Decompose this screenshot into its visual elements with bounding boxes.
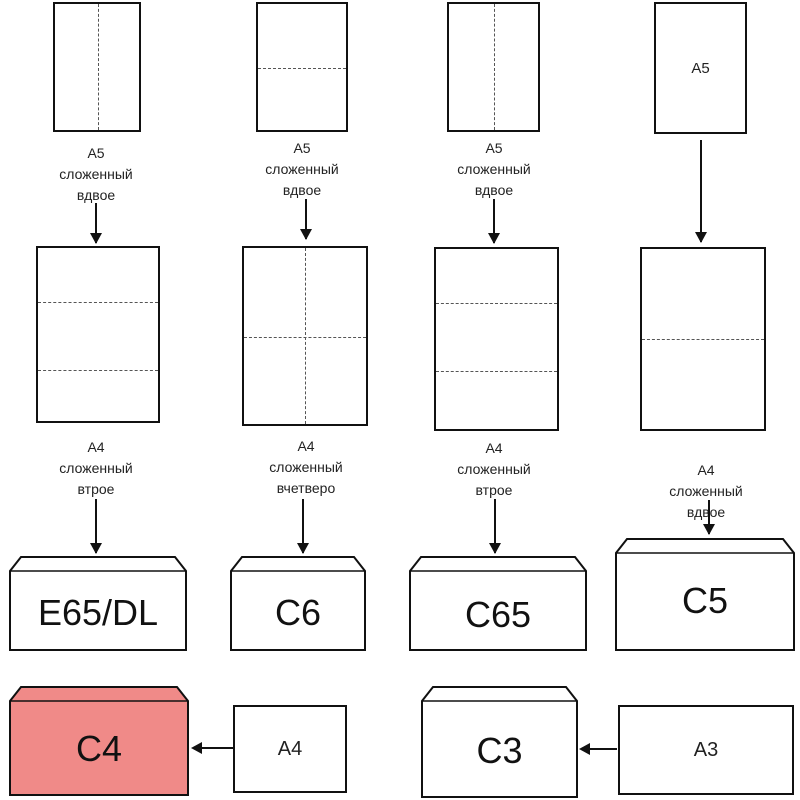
fold-line xyxy=(38,302,158,303)
fold-line xyxy=(98,4,99,130)
sheet-caption: A4 сложенный вдвое xyxy=(669,462,743,520)
envelope-label: C5 xyxy=(681,580,729,621)
sheet-caption: A4 сложенный вчетверо xyxy=(269,438,343,496)
envelope-label: C6 xyxy=(274,592,322,633)
envelope-c3: C3 xyxy=(421,686,578,798)
a4-sheet-folded-thirds xyxy=(434,247,559,431)
sheet-label: A5 xyxy=(691,60,710,77)
left-arrow xyxy=(579,743,617,755)
envelope-label: C3 xyxy=(476,730,523,771)
a4-sheet-folded-quarters xyxy=(242,246,368,426)
envelope-c5: C5 xyxy=(615,538,795,651)
a3-sheet: A3 xyxy=(618,705,794,795)
down-arrow xyxy=(297,499,309,554)
a4-sheet: A4 xyxy=(233,705,347,793)
a4-sheet-folded-half xyxy=(640,247,766,431)
down-arrow xyxy=(489,499,501,554)
envelope-c65: C65 xyxy=(409,556,587,651)
a5-sheet-folded-horizontal xyxy=(256,2,348,132)
envelope-c4: C4 xyxy=(9,686,189,796)
envelope-outline xyxy=(615,538,795,651)
envelope-outline xyxy=(409,556,587,651)
envelope-e65-dl: E65/DL xyxy=(9,556,187,651)
a5-sheet-folded-vertical xyxy=(447,2,540,132)
fold-line xyxy=(436,303,557,304)
envelope-label: C4 xyxy=(75,728,123,769)
down-arrow xyxy=(488,199,500,244)
fold-line xyxy=(38,370,158,371)
down-arrow xyxy=(300,199,312,240)
sheet-caption: A5 сложенный вдвое xyxy=(59,145,133,203)
envelope-label: C65 xyxy=(464,594,532,635)
fold-line xyxy=(244,337,366,338)
fold-line xyxy=(258,68,346,69)
down-arrow xyxy=(90,203,102,244)
fold-line xyxy=(436,371,557,372)
envelope-label: E65/DL xyxy=(37,592,159,633)
fold-line xyxy=(642,339,764,340)
sheet-caption: A4 сложенный втрое xyxy=(59,439,133,497)
down-arrow xyxy=(90,499,102,554)
sheet-caption: A5 сложенный вдвое xyxy=(457,140,531,198)
a5-sheet-folded-vertical xyxy=(53,2,141,132)
sheet-caption: A4 сложенный втрое xyxy=(457,440,531,498)
sheet-caption: A5 сложенный вдвое xyxy=(265,140,339,198)
envelope-outline xyxy=(421,686,578,798)
down-arrow xyxy=(703,500,715,535)
fold-line xyxy=(305,248,306,424)
envelope-outline xyxy=(9,556,187,651)
a5-sheet: A5 xyxy=(654,2,747,134)
left-arrow xyxy=(191,742,233,754)
envelope-outline xyxy=(230,556,366,651)
envelope-c6: C6 xyxy=(230,556,366,651)
fold-line xyxy=(494,4,495,130)
down-arrow xyxy=(695,140,707,243)
envelope-outline xyxy=(9,686,189,796)
a4-sheet-folded-thirds xyxy=(36,246,160,423)
